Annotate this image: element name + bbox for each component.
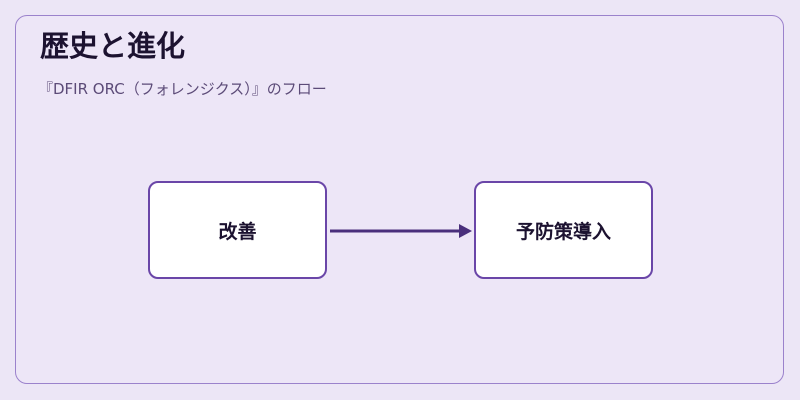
- flow-arrow: [330, 224, 472, 238]
- node-prevention-label: 予防策導入: [515, 220, 611, 243]
- node-improvement-label: 改善: [218, 220, 257, 243]
- diagram-subtitle: 『DFIR ORC（フォレンジクス）』のフロー: [38, 80, 327, 98]
- diagram-card: [15, 15, 784, 384]
- node-prevention: 予防策導入: [474, 181, 653, 279]
- node-improvement: 改善: [148, 181, 327, 279]
- flow-arrow-head: [459, 224, 472, 238]
- diagram-title: 歴史と進化: [40, 29, 186, 63]
